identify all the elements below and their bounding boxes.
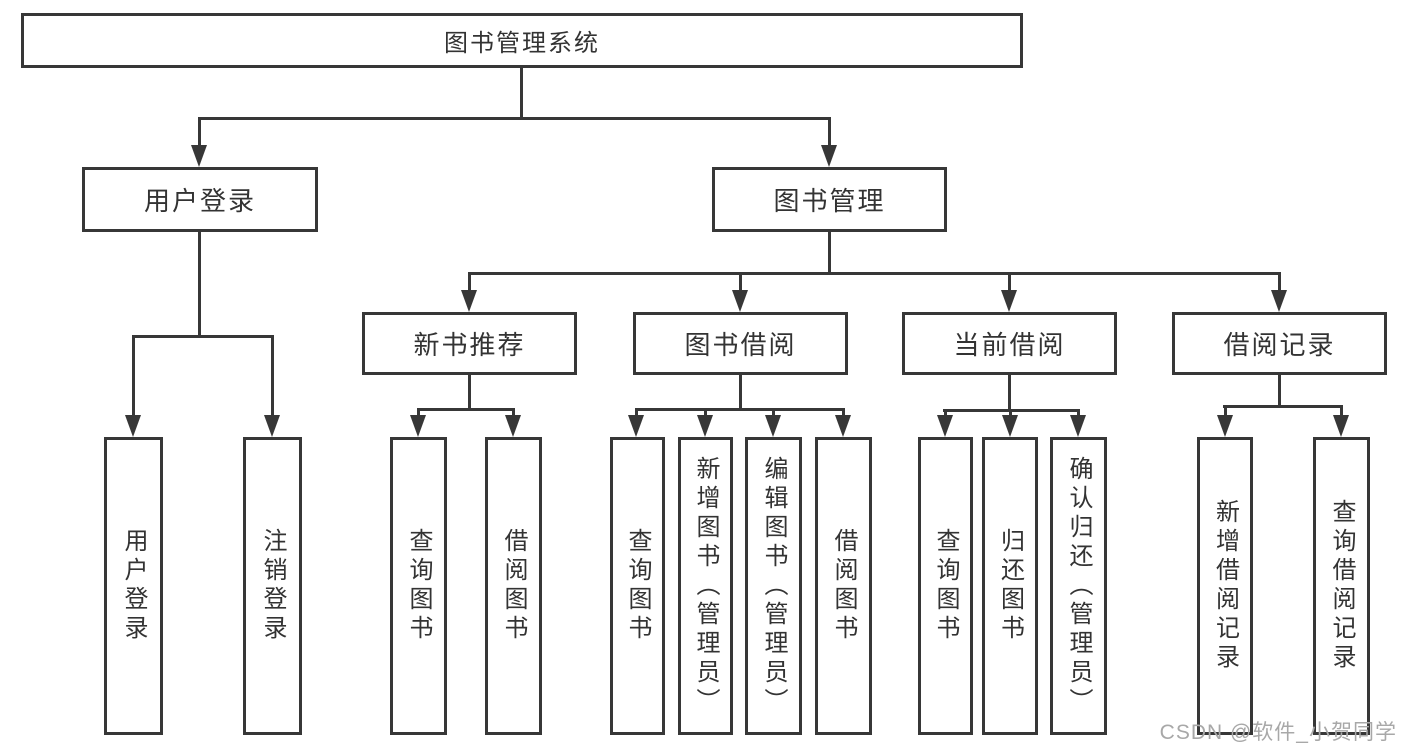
- node-book-management: 图书管理: [712, 167, 947, 232]
- leaf-current-confirm-return: 确认归还（管理员）: [1050, 437, 1107, 735]
- arrow-down-to-current-confirm-return: [1070, 409, 1087, 437]
- connector-root-stem: [520, 68, 523, 120]
- node-borrowing-records-label: 借阅记录: [1223, 330, 1336, 360]
- arrow-down-to-borrowing-query-books: [628, 408, 645, 437]
- node-new-book-recommendation: 新书推荐: [362, 312, 577, 375]
- arrow-down-to-leaf-user-login: [125, 335, 142, 437]
- connector-book-management-rail: [468, 272, 1281, 275]
- arrow-down-to-current-return-books: [1002, 409, 1019, 437]
- arrow-down-to-new-book-recommendation: [461, 272, 478, 312]
- connector-root-rail: [198, 117, 831, 120]
- arrow-down-to-current-query-books: [937, 409, 954, 437]
- arrow-down-to-records-add-record: [1217, 405, 1234, 437]
- arrow-down-to-borrowing-add-books: [697, 408, 714, 437]
- node-current-borrowing-label: 当前借阅: [953, 330, 1066, 360]
- arrow-down-to-records-query-record: [1333, 405, 1350, 437]
- node-current-borrowing: 当前借阅: [902, 312, 1117, 375]
- leaf-records-query-record: 查询借阅记录: [1313, 437, 1370, 735]
- leaf-records-add-record: 新增借阅记录: [1197, 437, 1253, 735]
- arrow-down-to-borrowing-edit-books: [765, 408, 782, 437]
- connector-book-management-stem: [828, 232, 831, 275]
- leaf-borrowing-add-books: 新增图书（管理员）: [678, 437, 733, 735]
- arrow-down-to-recommend-borrow-books: [505, 408, 522, 437]
- leaf-logout: 注销登录: [243, 437, 302, 735]
- leaf-current-query-books: 查询图书: [918, 437, 973, 735]
- node-book-borrowing-label: 图书借阅: [684, 330, 797, 360]
- connector-current-stem: [1008, 375, 1011, 412]
- csdn-watermark: CSDN @软件_小贺同学: [1159, 721, 1397, 744]
- leaf-current-return-books: 归还图书: [982, 437, 1038, 735]
- node-user-login: 用户登录: [82, 167, 318, 232]
- node-root-label: 图书管理系统: [444, 30, 600, 57]
- arrow-down-to-recommend-query-books: [410, 408, 427, 437]
- connector-recommendation-rail: [417, 408, 515, 411]
- arrow-down-to-leaf-logout: [264, 335, 281, 437]
- node-user-login-label: 用户登录: [143, 186, 256, 216]
- arrow-down-to-current-borrowing: [1001, 272, 1018, 312]
- node-book-management-label: 图书管理: [773, 186, 886, 216]
- node-book-borrowing: 图书借阅: [633, 312, 848, 375]
- node-borrowing-records: 借阅记录: [1172, 312, 1387, 375]
- arrow-down-to-user-login: [191, 117, 208, 167]
- connector-records-rail: [1223, 405, 1343, 408]
- connector-borrowing-rail: [635, 408, 845, 411]
- leaf-borrowing-edit-books: 编辑图书（管理员）: [745, 437, 802, 735]
- connector-records-stem: [1278, 375, 1281, 408]
- connector-user-login-stem: [198, 232, 201, 338]
- node-root: 图书管理系统: [21, 13, 1023, 68]
- leaf-user-login: 用户登录: [104, 437, 163, 735]
- arrow-down-to-borrowing-borrow-books: [835, 408, 852, 437]
- arrow-down-to-borrowing-records: [1271, 272, 1288, 312]
- leaf-borrowing-borrow-books: 借阅图书: [815, 437, 872, 735]
- arrow-down-to-book-borrowing: [732, 272, 749, 312]
- connector-recommendation-stem: [468, 375, 471, 411]
- leaf-recommend-borrow-books: 借阅图书: [485, 437, 542, 735]
- leaf-borrowing-query-books: 查询图书: [610, 437, 665, 735]
- connector-borrowing-stem: [739, 375, 742, 411]
- node-new-book-recommendation-label: 新书推荐: [413, 330, 526, 360]
- connector-user-login-rail: [132, 335, 274, 338]
- leaf-recommend-query-books: 查询图书: [390, 437, 447, 735]
- arrow-down-to-book-management: [821, 117, 838, 167]
